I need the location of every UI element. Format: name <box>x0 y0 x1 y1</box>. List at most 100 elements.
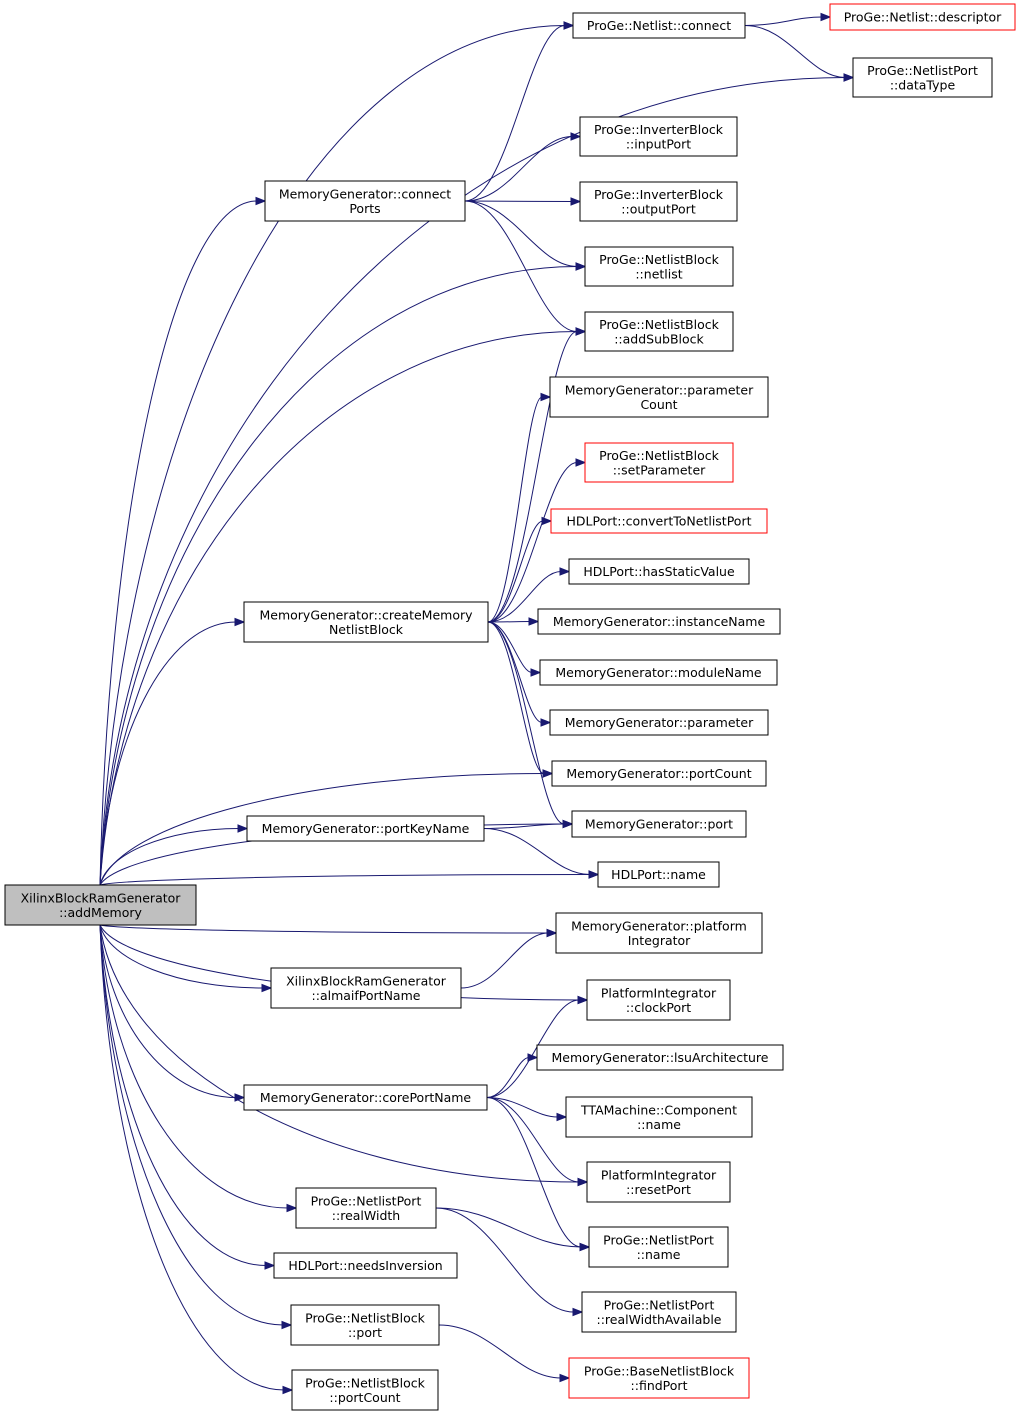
edge-createMemory-to-instanceName <box>487 621 531 623</box>
node-almaifPortName[interactable]: XilinxBlockRamGenerator::almaifPortName <box>270 967 462 1009</box>
edge-connectPorts-to-netlist <box>464 200 578 267</box>
node-label-setParameter-line-1: ProGe::NetlistBlock <box>599 448 720 463</box>
node-label-realWidth-line-1: ProGe::NetlistPort <box>311 1193 422 1208</box>
node-parameter[interactable]: MemoryGenerator::parameter <box>549 709 769 736</box>
node-box-convertToNetlistPort <box>550 508 768 534</box>
node-hdlName[interactable]: HDLPort::name <box>597 861 720 888</box>
arrowhead-root-to-corePortName <box>234 1093 246 1102</box>
node-addSubBlock[interactable]: ProGe::NetlistBlock::addSubBlock <box>584 311 734 352</box>
node-nbPort[interactable]: ProGe::NetlistBlock::port <box>290 1304 440 1346</box>
node-resetPort[interactable]: PlatformIntegrator::resetPort <box>586 1161 731 1203</box>
node-label-addSubBlock-line-2: ::addSubBlock <box>614 331 704 346</box>
node-lsuArchitecture[interactable]: MemoryGenerator::lsuArchitecture <box>536 1044 784 1071</box>
node-label-parameterCount-line-2: Count <box>640 397 677 412</box>
node-label-moduleName-line-1: MemoryGenerator::moduleName <box>555 665 762 680</box>
node-hasStaticValue[interactable]: HDLPort::hasStaticValue <box>568 558 750 585</box>
node-box-hasStaticValue <box>568 558 750 585</box>
node-label-parameter-line-1: MemoryGenerator::parameter <box>565 715 754 730</box>
node-portMG[interactable]: MemoryGenerator::port <box>571 810 747 838</box>
node-label-instanceName-line-1: MemoryGenerator::instanceName <box>553 614 766 629</box>
node-componentName[interactable]: TTAMachine::Component::name <box>565 1096 753 1138</box>
node-label-nbPort-line-1: ProGe::NetlistBlock <box>305 1310 426 1325</box>
node-label-addSubBlock-line-1: ProGe::NetlistBlock <box>599 317 720 332</box>
edge-corePortName-to-lsuArchitecture <box>486 1057 530 1098</box>
node-box-addSubBlock <box>584 311 734 352</box>
node-label-inputPort-line-2: ::inputPort <box>626 136 691 151</box>
node-label-root-line-1: XilinxBlockRamGenerator <box>21 890 182 905</box>
arrowhead-createMemory-to-portCountMG <box>542 769 554 778</box>
node-label-connect-line-1: ProGe::Netlist::connect <box>587 18 731 33</box>
arrowhead-createMemory-to-parameter <box>540 718 552 727</box>
node-label-parameterCount-line-1: MemoryGenerator::parameter <box>565 382 754 397</box>
node-label-lsuArchitecture-line-1: MemoryGenerator::lsuArchitecture <box>552 1050 769 1065</box>
arrowhead-root-to-createMemory <box>234 617 246 627</box>
node-netlist[interactable]: ProGe::NetlistBlock::netlist <box>584 246 734 287</box>
node-instanceName[interactable]: MemoryGenerator::instanceName <box>537 608 781 635</box>
node-label-almaifPortName-line-2: ::almaifPortName <box>312 988 421 1003</box>
node-label-inputPort-line-1: ProGe::InverterBlock <box>594 122 724 137</box>
edge-root-to-resetPort <box>99 924 580 1183</box>
arrowhead-connectPorts-to-inputPort <box>570 132 582 141</box>
node-label-realWidthAvailable-line-2: ::realWidthAvailable <box>596 1312 721 1327</box>
node-descriptor[interactable]: ProGe::Netlist::descriptor <box>829 3 1016 31</box>
node-findPort[interactable]: ProGe::BaseNetlistBlock::findPort <box>568 1357 750 1399</box>
node-box-outputPort <box>579 181 738 222</box>
node-inputPort[interactable]: ProGe::InverterBlock::inputPort <box>579 116 738 157</box>
node-nbPortCount[interactable]: ProGe::NetlistBlock::portCount <box>291 1369 439 1411</box>
arrowhead-realWidth-to-realWidthAvailable <box>572 1307 584 1317</box>
edge-root-to-platformIntegrator <box>99 924 549 934</box>
node-label-findPort-line-2: ::findPort <box>631 1378 688 1393</box>
node-moduleName[interactable]: MemoryGenerator::moduleName <box>539 659 778 686</box>
edge-root-to-nbPort <box>99 924 284 1326</box>
node-label-netlist-line-2: ::netlist <box>635 266 682 281</box>
node-dataType[interactable]: ProGe::NetlistPort::dataType <box>852 57 993 98</box>
node-createMemory[interactable]: MemoryGenerator::createMemoryNetlistBloc… <box>243 601 489 643</box>
edge-createMemory-to-addSubBlock <box>487 331 578 623</box>
node-portKeyName[interactable]: MemoryGenerator::portKeyName <box>246 815 485 842</box>
node-needsInversion[interactable]: HDLPort::needsInversion <box>273 1252 458 1279</box>
node-label-clockPort-line-2: ::clockPort <box>626 1000 691 1015</box>
node-box-createMemory <box>243 601 489 643</box>
node-clockPort[interactable]: PlatformIntegrator::clockPort <box>586 979 731 1021</box>
node-box-moduleName <box>539 659 778 686</box>
node-box-root <box>4 884 197 926</box>
node-outputPort[interactable]: ProGe::InverterBlock::outputPort <box>579 181 738 222</box>
edge-connectPorts-to-connect <box>464 25 566 202</box>
node-label-nbPortCount-line-1: ProGe::NetlistBlock <box>305 1375 426 1390</box>
edge-nbPort-to-findPort <box>438 1324 562 1379</box>
node-corePortName[interactable]: MemoryGenerator::corePortName <box>243 1084 488 1111</box>
node-connect[interactable]: ProGe::Netlist::connect <box>572 12 746 39</box>
node-netlistPortName[interactable]: ProGe::NetlistPort::name <box>588 1226 729 1268</box>
arrowhead-createMemory-to-convertToNetlistPort <box>541 516 553 526</box>
arrowhead-createMemory-to-instanceName <box>528 617 540 626</box>
edge-createMemory-to-setParameter <box>487 462 578 623</box>
node-label-nbPortCount-line-2: ::portCount <box>329 1390 400 1405</box>
call-edges <box>99 12 855 1395</box>
node-portCountMG[interactable]: MemoryGenerator::portCount <box>551 760 767 787</box>
edge-root-to-nbPortCount <box>99 924 285 1391</box>
node-root: XilinxBlockRamGenerator::addMemory <box>4 884 197 926</box>
node-label-root-line-2: ::addMemory <box>59 905 142 920</box>
edge-root-to-dataType <box>99 77 846 886</box>
node-box-parameter <box>549 709 769 736</box>
arrowhead-corePortName-to-resetPort <box>577 1177 589 1187</box>
node-box-nbPortCount <box>291 1369 439 1411</box>
node-box-hdlName <box>597 861 720 888</box>
edge-root-to-portKeyName <box>99 828 240 886</box>
node-label-platformIntegrator-line-1: MemoryGenerator::platform <box>571 918 747 933</box>
node-setParameter[interactable]: ProGe::NetlistBlock::setParameter <box>584 442 734 483</box>
edge-realWidth-to-realWidthAvailable <box>435 1207 575 1313</box>
arrowhead-createMemory-to-setParameter <box>575 458 587 467</box>
node-label-nbPort-line-2: ::port <box>348 1325 382 1340</box>
arrowhead-createMemory-to-parameterCount <box>540 392 552 402</box>
node-label-corePortName-line-1: MemoryGenerator::corePortName <box>260 1090 472 1105</box>
node-realWidthAvailable[interactable]: ProGe::NetlistPort::realWidthAvailable <box>581 1291 737 1333</box>
arrowhead-createMemory-to-moduleName <box>530 668 542 677</box>
node-realWidth[interactable]: ProGe::NetlistPort::realWidth <box>295 1187 437 1229</box>
arrowhead-connectPorts-to-netlist <box>575 262 587 271</box>
node-convertToNetlistPort[interactable]: HDLPort::convertToNetlistPort <box>550 508 768 534</box>
